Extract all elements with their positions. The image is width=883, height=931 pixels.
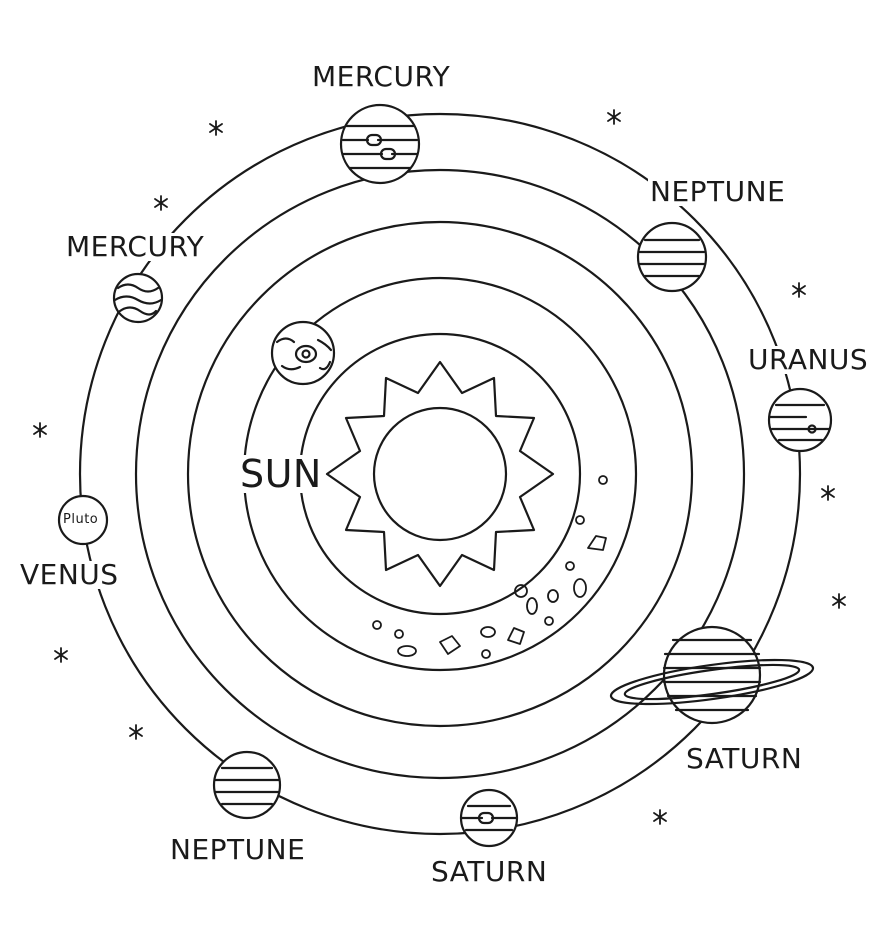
star-icon [821, 485, 835, 501]
label-saturn-bottom: SATURN [431, 855, 548, 888]
planet-saturn-bottom [459, 788, 519, 848]
label-saturn-right: SATURN [684, 742, 805, 775]
planet-neptune-bottom [212, 750, 282, 820]
label-uranus: URANUS [746, 343, 871, 376]
planet-mercury-top [339, 103, 421, 185]
label-neptune-bottom: NEPTUNE [170, 833, 306, 866]
sun-icon [325, 360, 555, 588]
planet-neptune-top-right [636, 221, 708, 293]
star-icon [832, 593, 846, 609]
sparkle-star-group [33, 109, 846, 825]
label-venus: VENUS [18, 558, 121, 591]
orbit-3 [186, 220, 694, 728]
star-icon [154, 195, 168, 211]
star-icon [209, 120, 223, 136]
star-icon [33, 422, 47, 438]
label-pluto: Pluto [63, 512, 99, 527]
star-icon [607, 109, 621, 125]
star-icon [792, 282, 806, 298]
orbit-5 [78, 112, 802, 836]
star-icon [54, 647, 68, 663]
ringed-planet-icon [609, 625, 815, 725]
planet-pluto [57, 494, 109, 546]
asteroid-belt [372, 475, 608, 659]
planet-uranus [767, 387, 833, 453]
label-sun: SUN [238, 452, 324, 496]
orbit-rings [78, 112, 802, 836]
star-icon [653, 809, 667, 825]
label-neptune-top-right: NEPTUNE [648, 175, 788, 208]
label-mercury-left: MERCURY [64, 230, 207, 263]
star-icon [129, 724, 143, 740]
orbit-4 [134, 168, 746, 780]
sun-core [372, 406, 508, 542]
planet-inner-left [270, 320, 336, 386]
label-mercury-top: MERCURY [312, 60, 451, 93]
planet-mercury-left [112, 272, 164, 324]
